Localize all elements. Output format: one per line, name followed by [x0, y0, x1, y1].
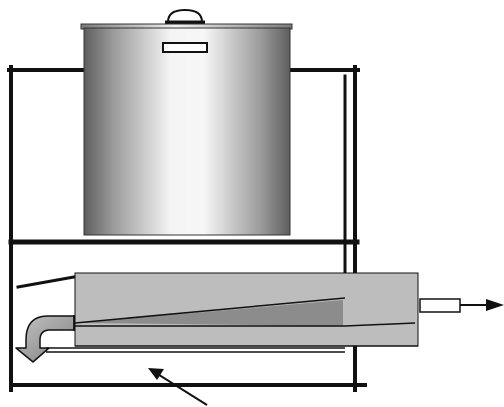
pot-body	[83, 27, 291, 236]
stand-frame	[7, 65, 367, 392]
elbow-pipe	[15, 315, 75, 363]
lower-tray	[46, 347, 345, 353]
outlet-assembly	[419, 298, 504, 313]
stock-pot-icon	[80, 8, 293, 236]
pot-label-plate	[162, 42, 208, 53]
arrow-up-left-icon	[148, 368, 164, 380]
burner-flame-wedge	[80, 300, 343, 326]
left-flue-line	[16, 273, 87, 289]
burner-assembly	[74, 272, 419, 347]
pointer-arrow	[148, 368, 208, 406]
elbow-pipe-body	[15, 315, 75, 363]
pointer-arrow-shaft	[155, 372, 208, 406]
burner-tube-upper	[74, 297, 346, 324]
burner-tube-tail	[344, 322, 416, 327]
outlet-nozzle	[419, 298, 461, 313]
arrow-right-icon	[486, 299, 504, 311]
lid-handle-icon	[166, 8, 204, 23]
